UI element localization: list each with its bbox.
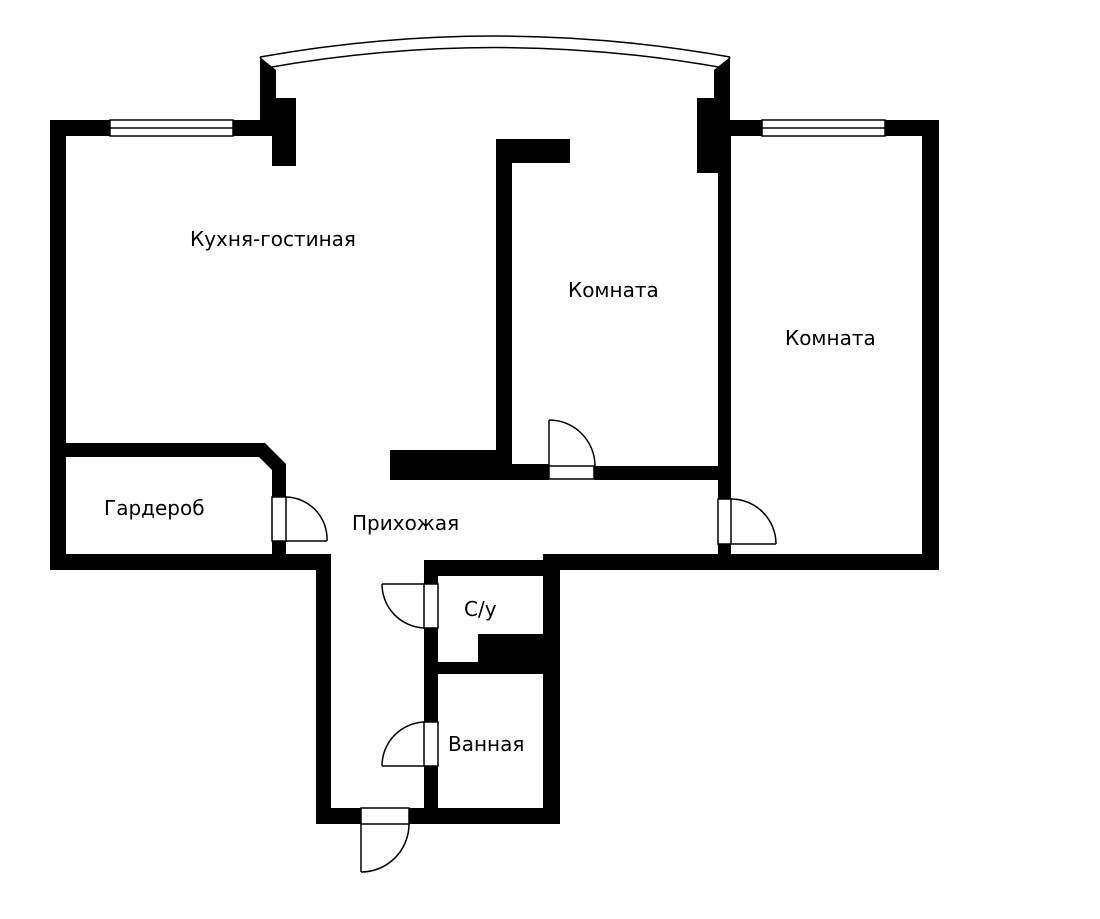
- wall-top-right-a: [730, 120, 762, 136]
- wall-top-left-a: [50, 120, 110, 136]
- door-middle-room[interactable]: [548, 419, 596, 480]
- label-toilet: С/у: [464, 597, 497, 621]
- wall-bay-pillar-left: [260, 57, 296, 166]
- wall-wc-left-bottom: [424, 766, 438, 824]
- wall-middle-room-stub: [390, 450, 512, 480]
- windows: [109, 119, 886, 137]
- door-entrance[interactable]: [360, 807, 410, 873]
- wall-wc-shaft: [438, 634, 543, 674]
- label-bathroom: Ванная: [448, 732, 524, 756]
- door-wardrobe[interactable]: [271, 496, 328, 542]
- label-room-right: Комната: [785, 326, 876, 350]
- wall-wc-left-mid: [424, 628, 438, 722]
- wall-middle-right-partition: [718, 136, 731, 499]
- doors: [271, 419, 777, 873]
- wall-middle-room-bottom-right: [594, 466, 725, 480]
- room-labels: Кухня-гостиная Комната Комната Гардероб …: [104, 227, 876, 756]
- bay-window: [259, 35, 731, 69]
- wall-wardrobe-top: [66, 443, 286, 497]
- label-wardrobe: Гардероб: [104, 496, 205, 520]
- wall-wc-left-top: [424, 560, 438, 584]
- wall-wc-top: [424, 560, 560, 576]
- bay-window-outer-arc: [259, 35, 731, 58]
- bay-window-inner-arc: [265, 46, 725, 69]
- wall-wc-right: [543, 560, 560, 824]
- wall-left-outer: [50, 120, 66, 570]
- door-bathroom[interactable]: [381, 721, 439, 767]
- label-kitchen-living: Кухня-гостиная: [190, 227, 356, 251]
- wall-middle-room-bottom-left: [496, 464, 549, 480]
- wall-corridor-left: [316, 554, 331, 824]
- wall-corridor-bottom-b: [409, 808, 560, 824]
- wall-corridor-bottom-a: [316, 808, 361, 824]
- label-room-middle: Комната: [568, 278, 659, 302]
- wall-wardrobe-right-low: [272, 541, 286, 570]
- door-right-room[interactable]: [717, 498, 777, 545]
- walls: [50, 57, 939, 824]
- label-hallway: Прихожая: [352, 511, 459, 535]
- wall-bay-pillar-right: [697, 57, 738, 173]
- wall-bottom-left: [50, 554, 331, 570]
- wall-right-outer: [922, 120, 939, 570]
- wall-middle-room-left: [496, 139, 512, 469]
- door-toilet[interactable]: [381, 583, 439, 629]
- wall-bottom-right: [543, 554, 939, 570]
